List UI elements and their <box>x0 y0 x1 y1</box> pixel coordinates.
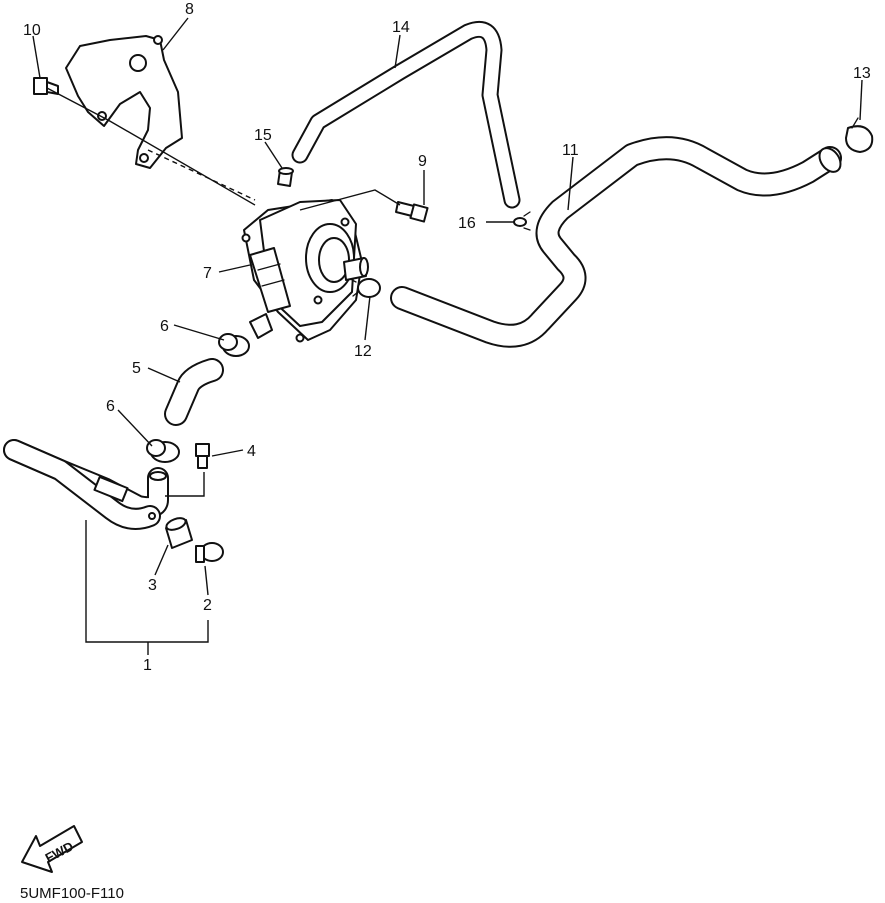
clip-part-16 <box>513 211 531 231</box>
fwd-arrow-icon: FWD <box>21 825 83 873</box>
bolt-part-9 <box>395 201 429 223</box>
hose-part-5 <box>164 358 224 426</box>
callout-1: 1 <box>143 657 152 674</box>
callout-13: 13 <box>853 65 871 82</box>
callout-9: 9 <box>418 153 427 170</box>
callout-15: 15 <box>254 127 272 144</box>
callout-3: 3 <box>148 577 157 594</box>
cap-part-15 <box>277 167 294 187</box>
callout-12: 12 <box>354 343 372 360</box>
clamp-part-2 <box>195 542 224 563</box>
callout-2: 2 <box>203 597 212 614</box>
clamp-part-6-lower <box>146 439 180 463</box>
callout-11: 11 <box>562 142 579 159</box>
diagram-code: 5UMF100-F110 <box>20 885 124 902</box>
callout-leaders <box>32 17 863 655</box>
pipe-assembly-part-1 <box>3 439 169 530</box>
air-valve-part-7 <box>241 199 369 343</box>
hose-part-11 <box>390 136 842 348</box>
alignment-lines <box>46 87 401 211</box>
callout-10: 10 <box>23 22 41 39</box>
bolt-part-4 <box>195 443 210 469</box>
callout-16: 16 <box>458 215 476 232</box>
callout-6-lower: 6 <box>106 398 115 415</box>
hose-part-14 <box>291 20 521 209</box>
gasket-part-12 <box>351 278 381 298</box>
callout-6-upper: 6 <box>160 318 169 335</box>
clamp-part-13 <box>845 117 874 153</box>
callout-4: 4 <box>247 443 256 460</box>
callout-7: 7 <box>203 265 212 282</box>
grommet-part-3 <box>165 517 193 549</box>
callout-14: 14 <box>392 19 410 36</box>
callout-8: 8 <box>185 1 194 18</box>
callout-labels: 1 2 3 4 5 6 6 7 8 9 10 11 12 13 14 15 16 <box>23 1 871 674</box>
bracket-part-8 <box>65 35 183 169</box>
clamp-part-6-upper <box>218 333 250 357</box>
callout-5: 5 <box>132 360 141 377</box>
